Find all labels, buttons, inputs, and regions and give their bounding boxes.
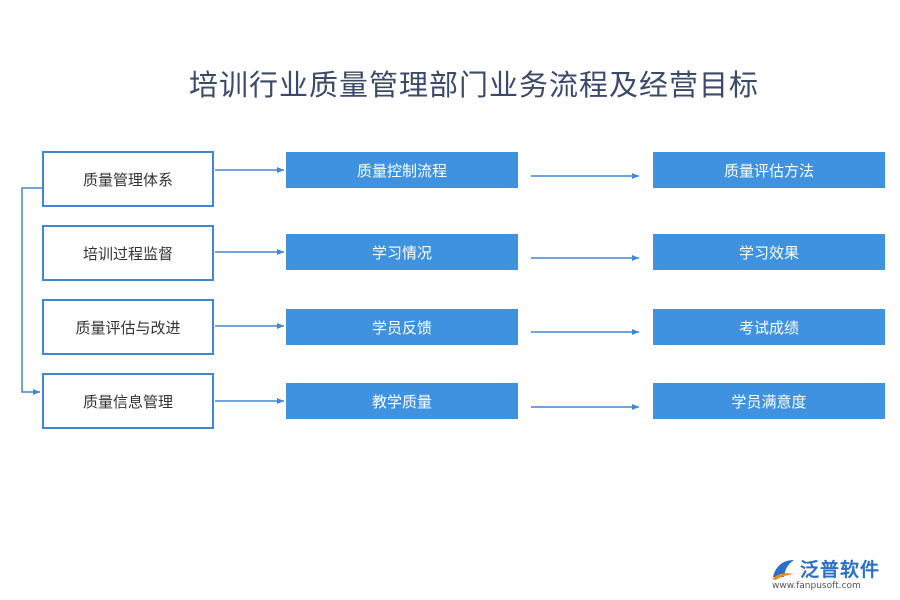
brand-logo: 泛普软件 www.fanpusoft.com bbox=[770, 555, 892, 591]
node-middle-1: 质量控制流程 bbox=[286, 152, 518, 188]
node-right-3: 考试成绩 bbox=[653, 309, 885, 345]
logo-url: www.fanpusoft.com bbox=[772, 581, 861, 591]
node-middle-2: 学习情况 bbox=[286, 234, 518, 270]
bracket-connector bbox=[21, 187, 42, 395]
node-right-4: 学员满意度 bbox=[653, 383, 885, 419]
node-middle-4: 教学质量 bbox=[286, 383, 518, 419]
fanpu-logo-icon bbox=[772, 560, 794, 580]
node-left-3: 质量评估与改进 bbox=[42, 299, 214, 355]
node-right-1: 质量评估方法 bbox=[653, 152, 885, 188]
node-left-1: 质量管理体系 bbox=[42, 151, 214, 207]
node-middle-3: 学员反馈 bbox=[286, 309, 518, 345]
node-left-2: 培训过程监督 bbox=[42, 225, 214, 281]
logo-name: 泛普软件 bbox=[800, 559, 881, 581]
page-title: 培训行业质量管理部门业务流程及经营目标 bbox=[188, 68, 759, 102]
node-right-2: 学习效果 bbox=[653, 234, 885, 270]
node-left-4: 质量信息管理 bbox=[42, 373, 214, 429]
